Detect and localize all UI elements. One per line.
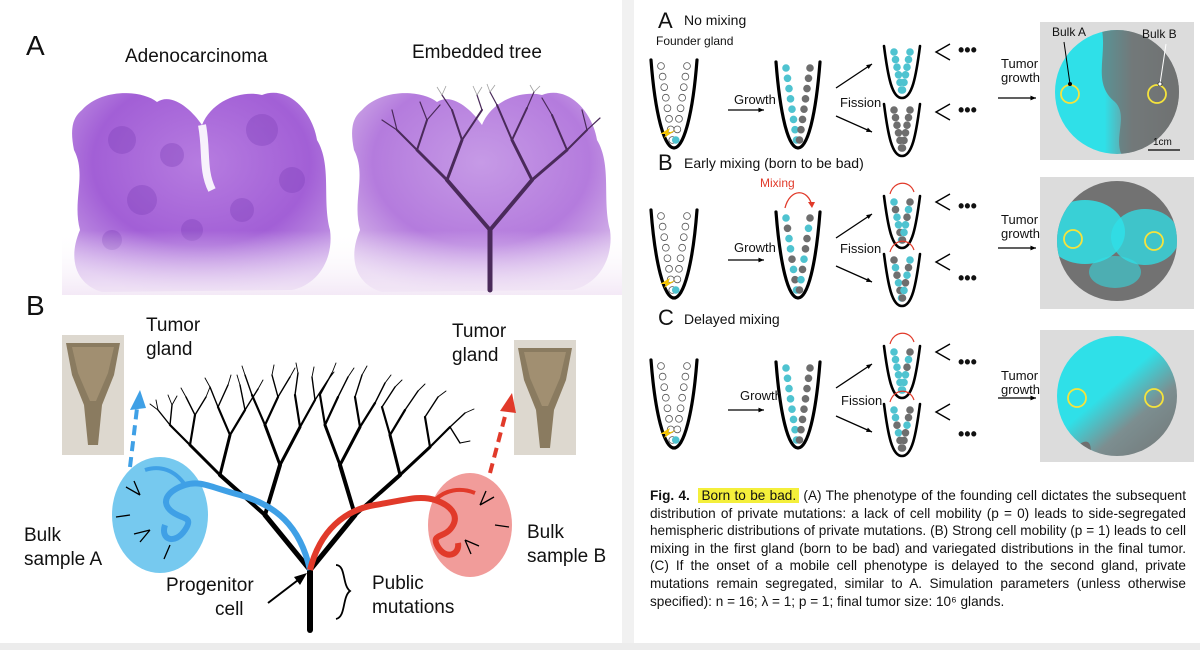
mixing-label: Mixing <box>760 176 795 190</box>
progenitor-line1: Progenitor <box>166 575 254 596</box>
tumor-gland-right-line2: gland <box>452 345 499 366</box>
tumor-simulation-b <box>1040 177 1194 309</box>
bulk-sample-a-line2: sample A <box>24 549 103 570</box>
left-figure: A Adenocarcinoma Embedded tree <box>24 30 622 633</box>
ellipsis-b2: ••• <box>958 268 977 288</box>
tumor-simulation-a <box>1040 22 1194 160</box>
caption-fig-number: Fig. 4. <box>650 488 690 503</box>
section-c-letter: C <box>658 305 674 330</box>
fission-label-c: Fission <box>841 393 883 408</box>
tumor-growth-b-line2: growth <box>1001 226 1041 241</box>
blue-lineage-path <box>161 480 313 571</box>
section-a-title: No mixing <box>684 12 747 28</box>
ellipsis-a1: ••• <box>958 40 977 60</box>
bulk-a-label: Bulk A <box>1052 25 1087 39</box>
bulk-sample-a-line1: Bulk <box>24 525 61 546</box>
gland-schematic <box>649 43 1036 458</box>
growth-label-b: Growth <box>734 240 776 255</box>
adenocarcinoma-histology-image <box>62 80 342 295</box>
figure-caption: Fig. 4. Born to be bad. (A) The phenotyp… <box>650 487 1186 610</box>
phylogenetic-tree-diagram <box>112 362 516 633</box>
ellipsis-c2: ••• <box>958 424 977 444</box>
section-c-title: Delayed mixing <box>684 311 780 327</box>
tumor-gland-photo-left <box>62 335 124 455</box>
section-b-letter: B <box>658 150 673 175</box>
embedded-tree-histology-image <box>342 80 622 295</box>
bulk-sample-b-line2: sample B <box>527 546 607 567</box>
panel-divider <box>622 0 634 650</box>
adenocarcinoma-label: Adenocarcinoma <box>125 46 268 67</box>
panel-a-letter: A <box>26 30 45 61</box>
ellipsis-c1: ••• <box>958 352 977 372</box>
tumor-gland-left-line2: gland <box>146 339 193 360</box>
tumor-growth-a-line2: growth <box>1001 70 1041 85</box>
ellipsis-a2: ••• <box>958 100 977 120</box>
tumor-gland-right-line1: Tumor <box>452 321 507 342</box>
fission-label-a: Fission <box>840 95 882 110</box>
progenitor-line2: cell <box>215 599 244 620</box>
ellipsis-b1: ••• <box>958 196 977 216</box>
panel-b-letter: B <box>26 290 45 321</box>
section-b-title: Early mixing (born to be bad) <box>684 155 864 171</box>
bulk-b-label: Bulk B <box>1142 27 1177 41</box>
red-lineage-path <box>307 494 462 571</box>
founder-gland-label: Founder gland <box>656 34 734 48</box>
bottom-border <box>0 643 1200 650</box>
bulk-sample-b-line1: Bulk <box>527 522 564 543</box>
public-mutations-line1: Public <box>372 573 424 594</box>
tumor-growth-b-line1: Tumor <box>1001 212 1039 227</box>
growth-label-a: Growth <box>734 92 776 107</box>
tumor-growth-c-line1: Tumor <box>1001 368 1039 383</box>
tumor-gland-photo-right <box>514 340 576 455</box>
growth-label-c: Growth <box>740 388 782 403</box>
tumor-simulation-c <box>1040 330 1194 462</box>
tumor-growth-c-line2: growth <box>1001 382 1041 397</box>
tumor-gland-left-line1: Tumor <box>146 315 201 336</box>
public-mutations-line2: mutations <box>372 597 455 618</box>
caption-title: Born to be bad. <box>698 488 800 503</box>
section-a-letter: A <box>658 8 673 33</box>
embedded-tree-label: Embedded tree <box>412 42 542 63</box>
tumor-growth-a-line1: Tumor <box>1001 56 1039 71</box>
caption-body: (A) The phenotype of the founding cell d… <box>650 488 1186 609</box>
right-figure: A No mixing Founder gland B Early mixing… <box>640 0 1200 650</box>
scale-bar-label: 1cm <box>1153 137 1172 148</box>
fission-label-b: Fission <box>840 241 882 256</box>
